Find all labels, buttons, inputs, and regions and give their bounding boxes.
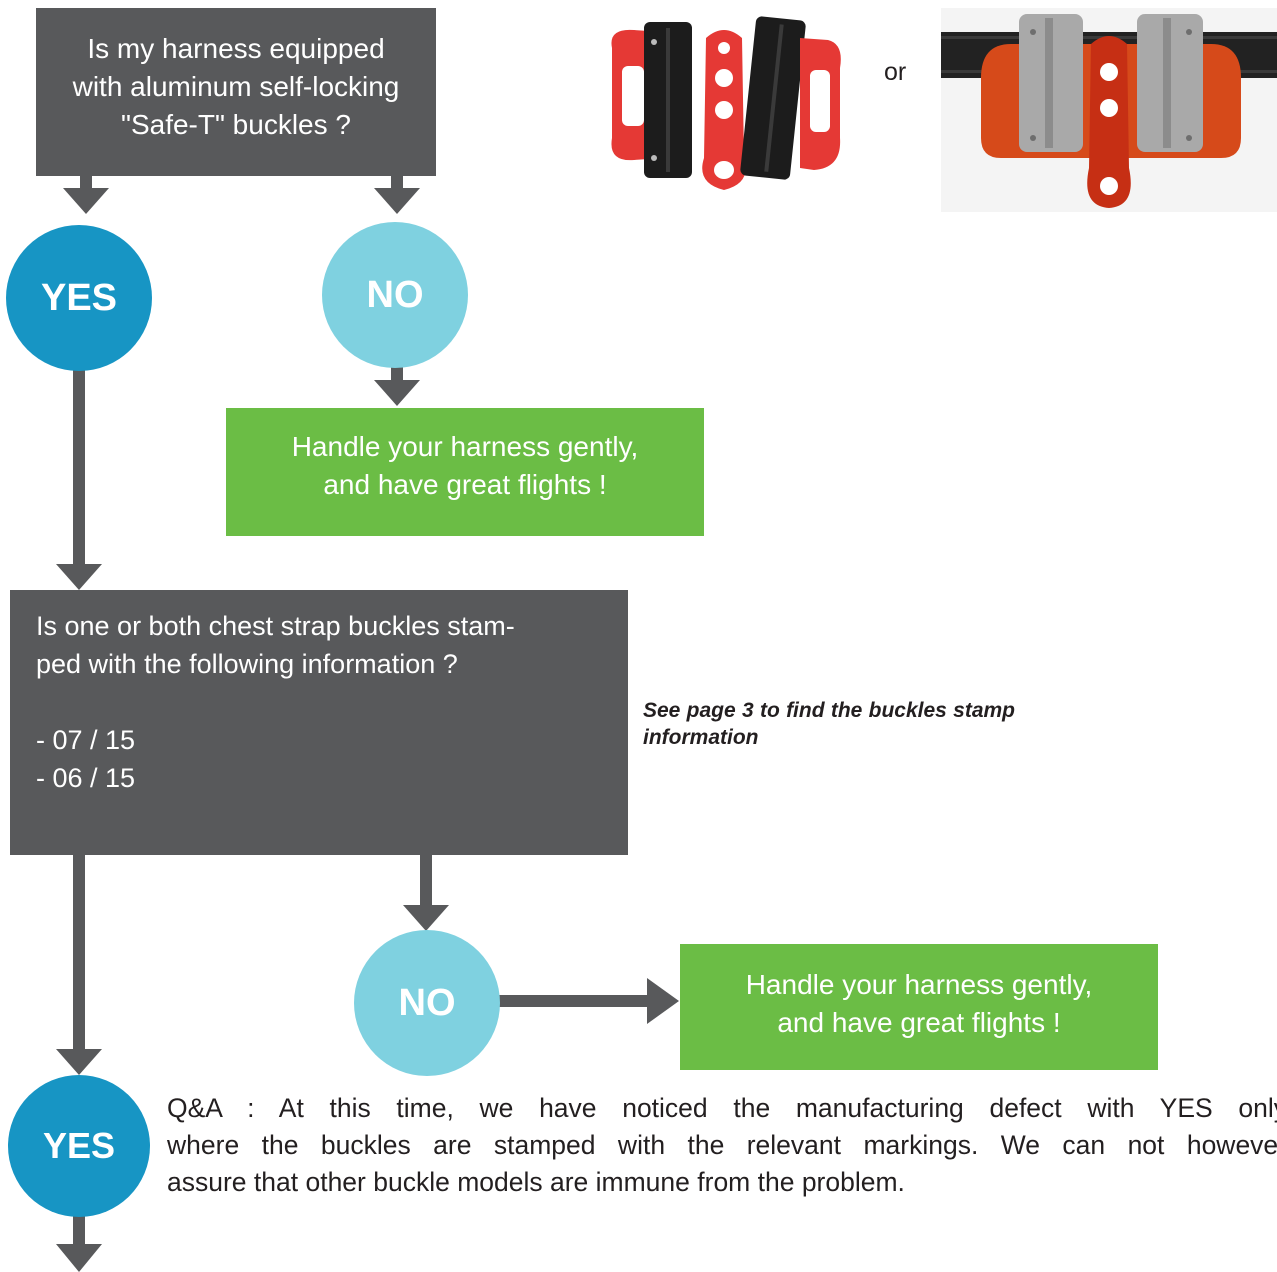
question-1-line: "Safe-T" buckles ?	[121, 109, 351, 140]
qa-paragraph: Q&A : At this time, we have noticed the …	[167, 1090, 1277, 1201]
qa-line: assure that other buckle models are immu…	[167, 1167, 905, 1197]
question-1-box: Is my harness equipped with aluminum sel…	[36, 8, 436, 176]
no-circle-2: NO	[354, 930, 500, 1076]
arrow-q1-no-head	[374, 188, 420, 214]
outcome-2-line: and have great flights !	[777, 1007, 1061, 1038]
stamp-value: - 06 / 15	[36, 763, 136, 793]
yes-label: YES	[42, 1125, 116, 1166]
outcome-1-line: Handle your harness gently,	[291, 431, 639, 462]
arrow-no2-outcome2-head	[647, 978, 679, 1024]
arrow-q2-yes2-shaft	[73, 855, 85, 1051]
photo-separator: or	[884, 58, 907, 86]
arrow-yes-q2-head	[56, 564, 102, 590]
arrow-q2-no2-head	[403, 905, 449, 931]
outcome-2-line: Handle your harness gently,	[745, 969, 1093, 1000]
question-1-line: Is my harness equipped	[87, 33, 385, 64]
arrow-yes2-down-head	[56, 1244, 102, 1272]
yes-circle-1: YES	[6, 225, 152, 371]
arrow-q1-yes-shaft	[80, 176, 92, 190]
arrow-q1-yes-head	[63, 188, 109, 214]
no-label: NO	[398, 981, 456, 1024]
outcome-1-line: and have great flights !	[323, 469, 607, 500]
arrow-no2-outcome2-shaft	[497, 995, 649, 1007]
qa-line: where the buckles are stamped with the r…	[167, 1130, 1277, 1160]
question-2-box: Is one or both chest strap buckles stam-…	[10, 590, 628, 855]
yes-label: YES	[40, 276, 118, 319]
question-2-line: Is one or both chest strap buckles stam-	[36, 611, 515, 641]
stamp-value: - 07 / 15	[36, 725, 136, 755]
yes-circle-2: YES	[8, 1075, 150, 1217]
arrow-q2-yes2-head	[56, 1049, 102, 1075]
outcome-2-box: Handle your harness gently, and have gre…	[680, 944, 1158, 1070]
arrow-yes2-down-shaft	[73, 1210, 85, 1246]
stamp-info-note: See page 3 to find the buckles stamp inf…	[643, 699, 1015, 749]
question-2-line: ped with the following information ?	[36, 649, 458, 679]
outcome-1-box: Handle your harness gently, and have gre…	[226, 408, 704, 536]
arrow-yes-q2-shaft	[73, 368, 85, 566]
qa-line: Q&A : At this time, we have noticed the …	[167, 1093, 1277, 1123]
question-1-line: with aluminum self-locking	[72, 71, 400, 102]
no-circle-1: NO	[322, 222, 468, 368]
arrow-no-outcome1-shaft	[391, 366, 403, 382]
buckle-photo-red-black	[611, 16, 841, 190]
arrow-q1-no-shaft	[391, 176, 403, 190]
arrow-no-outcome1-head	[374, 380, 420, 406]
buckle-photo-silver-red	[941, 8, 1277, 212]
no-label: NO	[366, 273, 424, 316]
arrow-q2-no2-shaft	[420, 855, 432, 907]
